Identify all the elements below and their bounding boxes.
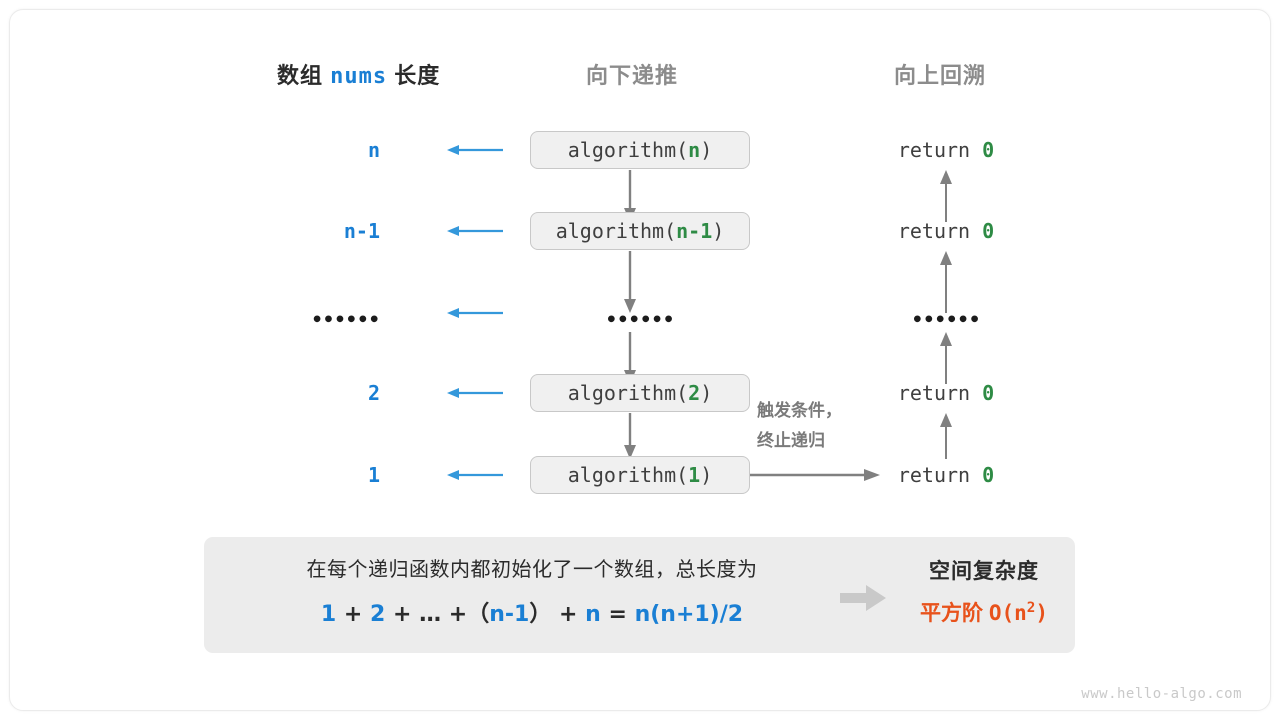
call-arg-4: 1 [688, 463, 701, 487]
up-arrow-1 [940, 251, 952, 313]
call-box-row-3: algorithm(2) [530, 374, 750, 412]
formula-t5: n [585, 602, 601, 627]
call-suffix-0: ) [700, 138, 713, 162]
call-arg-1: n-1 [676, 219, 713, 243]
size-label-row-2: •••••• [311, 309, 380, 331]
trigger-condition-note: 触发条件， 终止递归 [757, 396, 842, 456]
formula-op2: + [392, 602, 412, 627]
formula-paren-close: ） [529, 602, 552, 627]
formula-t2: 2 [369, 602, 386, 627]
up-arrow-2 [940, 332, 952, 384]
formula-result: n(n+1)/2 [634, 602, 744, 627]
size-label-row-0: n [367, 138, 380, 162]
column-header-downward: 向下递推 [586, 63, 679, 88]
blue-left-arrow-3 [447, 388, 503, 398]
return-keyword-3: return [897, 381, 971, 405]
size-label-row-3: 2 [367, 381, 380, 405]
complexity-exponent: 2 [1026, 600, 1036, 616]
call-prefix-0: algorithm( [567, 138, 689, 162]
call-prefix-1: algorithm( [555, 219, 677, 243]
return-label-row-4: return 0 [836, 463, 1056, 487]
call-arg-0: n [688, 138, 701, 162]
down-arrow-3 [624, 413, 636, 459]
call-prefix-4: algorithm( [567, 463, 689, 487]
trigger-note-line2: 终止递归 [757, 431, 825, 450]
summary-panel: 在每个递归函数内都初始化了一个数组，总长度为 1 + 2 + … +（n-1） … [204, 537, 1075, 653]
complexity-big-o: O(n [988, 601, 1027, 625]
right-arrow-icon [840, 585, 886, 611]
formula-t4: n-1 [489, 602, 530, 627]
header-left-prefix: 数组 [277, 63, 324, 88]
watermark: www.hello-algo.com [1081, 686, 1242, 702]
call-prefix-3: algorithm( [567, 381, 689, 405]
formula-op4: + [559, 602, 578, 627]
blue-left-arrow-4 [447, 470, 503, 480]
summary-formula: 1 + 2 + … +（n-1） + n = n(n+1)/2 [234, 596, 830, 628]
call-arg-3: 2 [688, 381, 701, 405]
header-left-suffix: 长度 [394, 63, 441, 88]
formula-equals: = [608, 602, 627, 627]
return-label-row-3: return 0 [836, 381, 1056, 405]
complexity-close-paren: ) [1035, 601, 1049, 625]
size-label-row-4: 1 [367, 463, 380, 487]
formula-paren-open: （ [467, 602, 490, 627]
return-label-row-2-dots: •••••• [911, 309, 981, 331]
return-keyword-0: return [897, 138, 971, 162]
up-arrow-3 [940, 413, 952, 459]
formula-t1: 1 [320, 602, 337, 627]
complexity-name: 平方阶 [919, 602, 983, 625]
call-suffix-4: ) [700, 463, 713, 487]
summary-title: 空间复杂度 [929, 560, 1039, 583]
size-label-row-1: n-1 [343, 219, 380, 243]
formula-op1: + [343, 602, 363, 627]
call-suffix-3: ) [700, 381, 713, 405]
call-box-row-2-dots: •••••• [605, 309, 675, 331]
return-label-row-1: return 0 [836, 219, 1056, 243]
trigger-note-line1: 触发条件， [757, 401, 842, 420]
summary-description: 在每个递归函数内都初始化了一个数组，总长度为 [306, 559, 758, 581]
blue-left-arrow-1 [447, 226, 503, 236]
column-header-upward: 向上回溯 [894, 63, 987, 88]
formula-ellipsis: … [419, 602, 442, 627]
summary-right: 空间复杂度 平方阶 O(n2) [904, 555, 1064, 627]
return-value-4: 0 [982, 463, 995, 487]
return-value-1: 0 [982, 219, 995, 243]
header-left-variable: nums [330, 64, 388, 89]
call-box-row-1: algorithm(n-1) [530, 212, 750, 250]
base-case-arrow [750, 469, 880, 481]
return-label-row-0: return 0 [836, 138, 1056, 162]
formula-op3: + [448, 602, 468, 627]
return-keyword-4: return [897, 463, 971, 487]
summary-complexity: 平方阶 O(n2) [904, 597, 1064, 627]
return-keyword-1: return [897, 219, 971, 243]
blue-left-arrow-0 [447, 145, 503, 155]
summary-left: 在每个递归函数内都初始化了一个数组，总长度为 1 + 2 + … +（n-1） … [234, 553, 830, 628]
up-arrow-0 [940, 170, 952, 222]
blue-left-arrow-2 [447, 308, 503, 318]
return-value-3: 0 [982, 381, 995, 405]
return-value-0: 0 [982, 138, 995, 162]
call-suffix-1: ) [712, 219, 725, 243]
call-box-row-4: algorithm(1) [530, 456, 750, 494]
column-header-array-length: 数组 nums 长度 [277, 58, 440, 90]
down-arrow-1 [624, 251, 636, 313]
call-box-row-0: algorithm(n) [530, 131, 750, 169]
